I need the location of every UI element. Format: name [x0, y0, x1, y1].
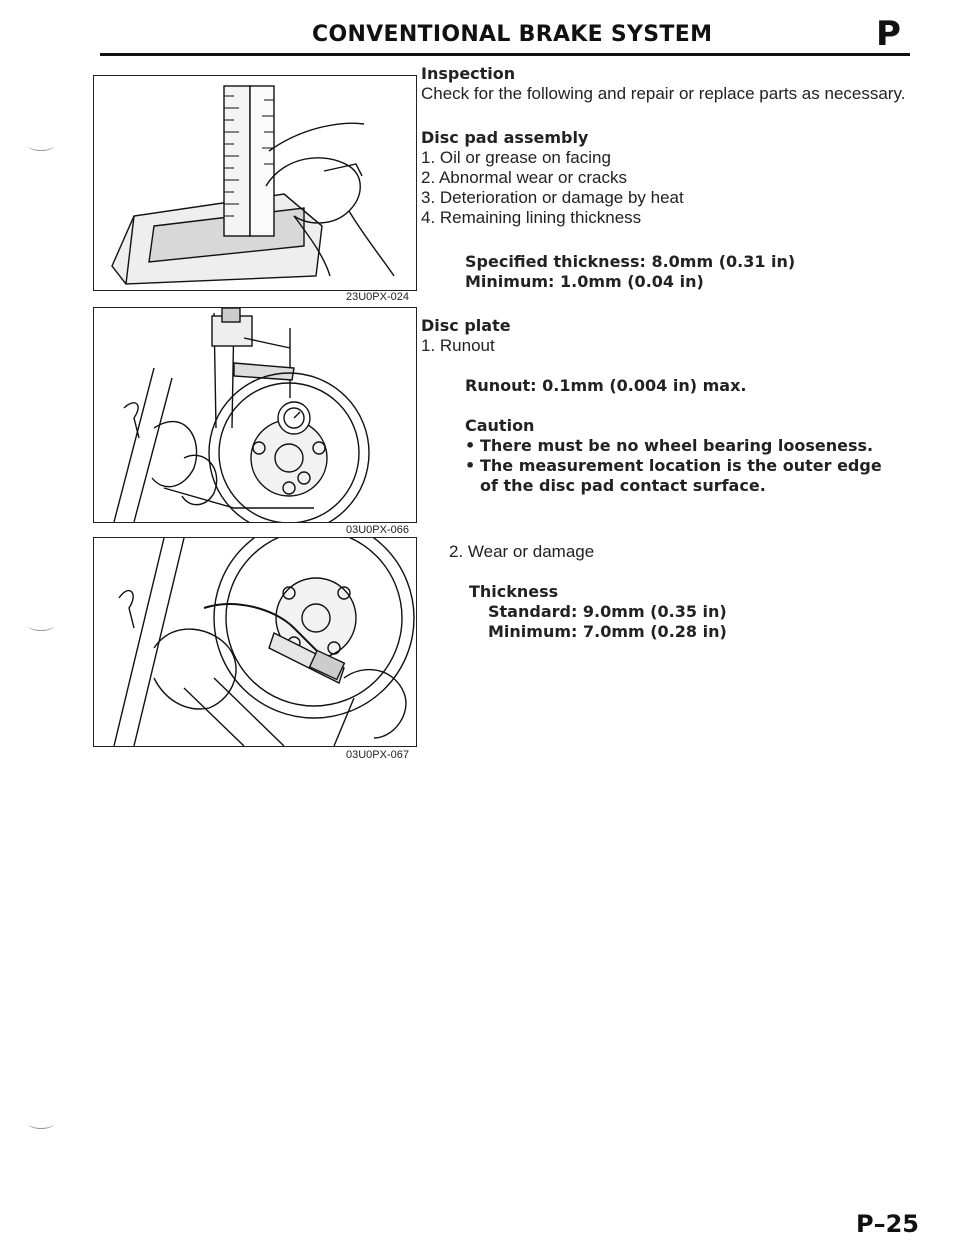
figure-disc-thickness	[93, 537, 417, 747]
list-item: 2. Abnormal wear or cracks	[421, 168, 627, 187]
scan-mark	[28, 620, 54, 631]
specified-thickness: Specified thickness: 8.0mm (0.31 in)	[465, 252, 796, 271]
scan-mark	[28, 1118, 54, 1129]
thickness-heading: Thickness	[469, 582, 559, 601]
caution-item: There must be no wheel bearing looseness…	[465, 436, 905, 456]
list-item: 1. Runout	[421, 336, 495, 355]
list-item: 3. Deterioration or damage by heat	[421, 188, 684, 207]
disc-pad-ruler-illustration	[111, 85, 395, 285]
caution-list: There must be no wheel bearing looseness…	[465, 436, 905, 496]
inspection-content: Inspection Check for the following and r…	[421, 64, 921, 642]
figure-disc-pad	[93, 75, 417, 291]
disc-pad-heading: Disc pad assembly	[421, 128, 589, 147]
runout-spec: Runout: 0.1mm (0.004 in) max.	[465, 376, 747, 395]
inspection-text: Check for the following and repair or re…	[421, 84, 906, 103]
page-title: CONVENTIONAL BRAKE SYSTEM	[312, 22, 713, 47]
header-rule	[100, 53, 910, 56]
thickness-standard: Standard: 9.0mm (0.35 in)	[488, 602, 727, 621]
minimum-thickness: Minimum: 1.0mm (0.04 in)	[465, 272, 704, 291]
disc-runout-dial-gauge-illustration	[113, 308, 370, 522]
list-item: 1. Oil or grease on facing	[421, 148, 611, 167]
figure-disc-runout	[93, 307, 417, 523]
list-item: 4. Remaining lining thickness	[421, 208, 642, 227]
figure-code: 23U0PX-024	[346, 291, 409, 303]
scan-mark	[28, 140, 54, 151]
inspection-heading: Inspection	[421, 64, 516, 83]
caution-item: The measurement location is the outer ed…	[465, 456, 905, 496]
caution-heading: Caution	[465, 416, 535, 435]
figure-code: 03U0PX-066	[346, 524, 409, 536]
thickness-minimum: Minimum: 7.0mm (0.28 in)	[488, 622, 727, 641]
page-number: P–25	[856, 1210, 919, 1238]
section-letter: P	[876, 14, 901, 54]
disc-plate-heading: Disc plate	[421, 316, 511, 335]
list-item: 2. Wear or damage	[449, 542, 595, 561]
disc-thickness-micrometer-illustration	[113, 538, 415, 746]
figure-code: 03U0PX-067	[346, 749, 409, 761]
